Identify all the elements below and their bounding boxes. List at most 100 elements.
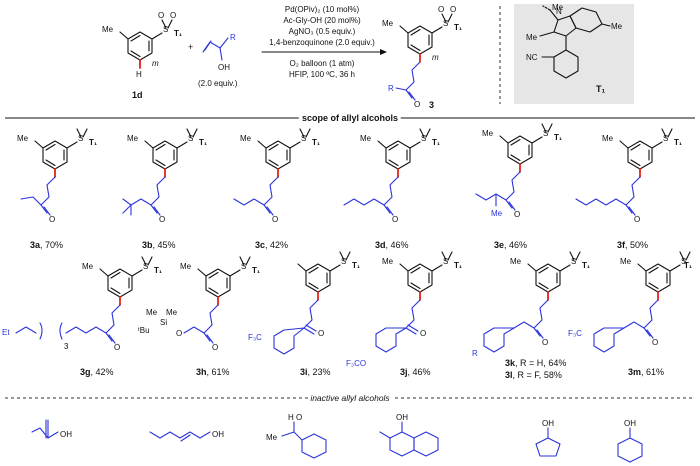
hydroxyl-label: OH	[542, 419, 554, 428]
meta-label: m	[152, 59, 159, 68]
ether-oxygen-label: O	[176, 329, 182, 338]
ethyl-label: Et	[2, 328, 10, 337]
nitrile-label: NC	[526, 53, 538, 62]
n-methyl-label: Me	[552, 3, 564, 12]
inactive-title: inactive allyl alcohols	[310, 393, 390, 403]
label-3k: 3k, R = H, 64%	[505, 358, 566, 368]
t1-label: T₁	[674, 138, 683, 147]
oxygen-label: O	[170, 11, 176, 20]
label-3j: 3j, 46%	[400, 367, 431, 377]
t1-label: T₁	[454, 261, 463, 270]
product-3: Me S O O T₁ m R O	[382, 5, 463, 109]
label-3b: 3b, 45%	[142, 240, 176, 250]
oxygen-label: O	[414, 100, 420, 109]
product-label: 3	[429, 100, 434, 110]
c5-methyl-label: Me	[611, 22, 623, 31]
sulfur-label: S	[78, 134, 83, 143]
oxygen-label: O	[49, 215, 55, 224]
methyl-label: Me	[82, 262, 94, 271]
oxygen-label: O	[296, 413, 302, 422]
t1-label: T₁	[312, 138, 321, 147]
hydroxyl-label: OH	[212, 430, 224, 439]
oxygen-label: O	[272, 215, 278, 224]
sulfur-label: S	[163, 25, 168, 34]
methyl-label: Me	[382, 257, 394, 266]
compound-3m: Me S T₁ O F₃C	[568, 251, 693, 353]
oxygen-label: O	[652, 338, 658, 347]
methyl-label: Me	[360, 134, 372, 143]
sulfur-label: S	[443, 257, 448, 266]
trifluoromethyl-label: F₃C	[248, 333, 262, 342]
t1-label: T₁	[174, 29, 183, 38]
oxygen-label: O	[514, 210, 520, 219]
label-3e: 3e, 46%	[494, 240, 527, 250]
sulfur-label: S	[571, 257, 576, 266]
sulfur-label: S	[663, 134, 668, 143]
sulfur-label: S	[241, 262, 246, 271]
methyl-label: Me	[127, 134, 139, 143]
oxygen-label: O	[318, 329, 324, 338]
oxygen-label: O	[212, 343, 218, 352]
label-3g: 3g, 42%	[80, 367, 114, 377]
si-methyl-label: Me	[166, 308, 178, 317]
compound-3e: Me S T₁ O Me	[475, 123, 563, 219]
branch-methyl-label: Me	[491, 209, 503, 218]
sulfur-label: S	[543, 129, 548, 138]
oxygen-label: O	[542, 338, 548, 347]
r-label: R	[388, 84, 394, 93]
t1-definition-box: N Me Me Me NC T₁	[514, 3, 634, 104]
methallyl-alcohol: OH	[31, 419, 72, 439]
substrate-label: 1d	[132, 90, 143, 100]
hydroxyl-label: OH	[60, 430, 72, 439]
solvent-temp-text: HFIP, 100 ºC, 36 h	[289, 70, 355, 79]
nitrogen-label: N	[556, 7, 562, 16]
t1-label: T₁	[582, 261, 591, 270]
sulfur-label: S	[681, 257, 686, 266]
r-label: R	[230, 33, 236, 42]
substrate-1d: Me S O O T₁ H m	[102, 11, 183, 79]
atmosphere-text: O₂ balloon (1 atm)	[290, 59, 355, 68]
label-3l: 3l, R = F, 58%	[505, 370, 562, 380]
methyl-label: Me	[180, 262, 192, 271]
sulfur-label: S	[188, 134, 193, 143]
tbu-label: ᵗBu	[138, 326, 150, 335]
methyl-label: Me	[266, 433, 278, 442]
sulfur-label: S	[143, 262, 148, 271]
oxygen-label: O	[392, 215, 398, 224]
cyclohexenol: OH	[617, 419, 643, 463]
hydroxyl-label: OH	[218, 63, 230, 72]
methyl-label: Me	[102, 25, 114, 34]
additive-text: AgNO₃ (0.5 equiv.)	[289, 27, 356, 36]
allyl-equiv: (2.0 equiv.)	[198, 79, 238, 88]
t1-label: T₁	[554, 133, 563, 142]
t1-label: T₁	[89, 138, 98, 147]
tetralenyl-alcohol: OH	[379, 413, 439, 457]
label-3d: 3d, 46%	[375, 240, 409, 250]
t1-label: T₁	[432, 138, 441, 147]
t1-label: T₁	[454, 23, 463, 32]
label-3c: 3c, 42%	[255, 240, 288, 250]
t1-background	[514, 4, 634, 104]
cyclopentenol: OH	[535, 419, 561, 457]
silicon-label: Si	[160, 318, 167, 327]
reaction-conditions: Pd(OPiv)₂ (10 mol%) Ac-Gly-OH (20 mol%) …	[261, 5, 387, 79]
methyl-label: Me	[382, 19, 394, 28]
compound-3g: Me S T₁ O 3 Et	[2, 256, 163, 352]
compound-3i: Me S T₁ O F₃C	[248, 251, 361, 355]
t1-label: T₁	[199, 138, 208, 147]
allyl-alcohol: R OH	[202, 33, 236, 72]
cyclohexenyl-ethanol: H O Me	[266, 413, 327, 459]
methyl-label: Me	[602, 134, 614, 143]
sulfur-label: S	[421, 134, 426, 143]
t1-label: T₁	[352, 261, 361, 270]
compound-3j: Me S T₁ O F₃CO	[346, 251, 463, 368]
oxygen-label: O	[158, 11, 164, 20]
label-3m: 3m, 61%	[628, 367, 664, 377]
label-3f: 3f, 50%	[617, 240, 648, 250]
t1-label: T₁	[154, 266, 163, 275]
plus-sign: +	[188, 42, 193, 52]
inactive-alcohols: OH OH H O Me OH OH	[31, 413, 643, 463]
compound-3c: Me S T₁ O	[233, 128, 321, 224]
t1-label: T₁	[684, 261, 693, 270]
